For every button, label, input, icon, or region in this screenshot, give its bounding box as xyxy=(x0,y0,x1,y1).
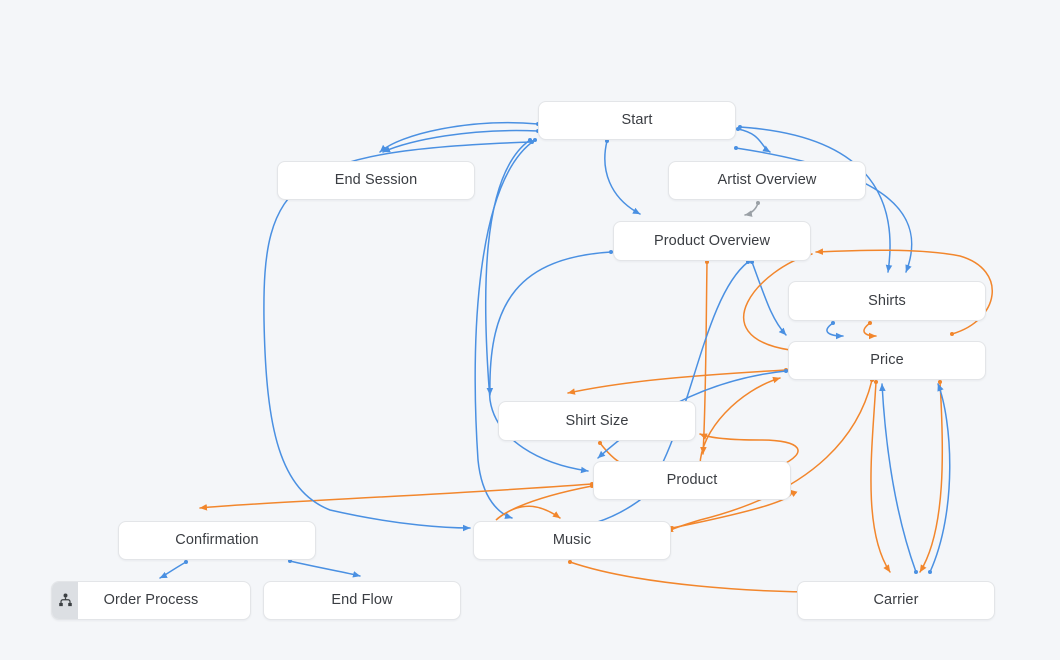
node-product-overview[interactable]: Product Overview xyxy=(613,221,811,261)
node-confirmation[interactable]: Confirmation xyxy=(118,521,316,560)
node-order-process[interactable]: Order Process xyxy=(51,581,251,620)
edge-start-to-end-session xyxy=(379,121,541,153)
node-label: Order Process xyxy=(103,592,199,609)
edge-product-to-music xyxy=(495,483,595,521)
sitemap-icon xyxy=(52,582,78,619)
edge-carrier-to-price xyxy=(927,383,951,575)
edge-product-overview-to-price xyxy=(749,259,787,336)
node-end-flow[interactable]: End Flow xyxy=(263,581,461,620)
node-label: Shirt Size xyxy=(565,412,629,429)
edge-price-to-carrier xyxy=(919,379,944,573)
node-price[interactable]: Price xyxy=(788,341,986,380)
node-label: End Flow xyxy=(331,592,393,609)
edge-confirmation-to-end-flow xyxy=(287,558,361,578)
node-shirts[interactable]: Shirts xyxy=(788,281,986,321)
node-end-session[interactable]: End Session xyxy=(277,161,475,200)
edge-product-overview-to-product xyxy=(700,259,710,455)
edge-price-to-carrier xyxy=(870,379,891,573)
edge-product-to-price xyxy=(697,376,781,469)
edge-artist-overview-to-product-overview xyxy=(744,200,761,217)
edge-start-to-product-overview xyxy=(604,138,641,215)
node-label: Start xyxy=(621,112,653,129)
edge-shirts-to-price xyxy=(826,320,844,340)
node-music[interactable]: Music xyxy=(473,521,671,560)
node-label: Product xyxy=(666,472,718,489)
edge-music-to-carrier xyxy=(567,559,821,596)
node-label: Price xyxy=(870,352,904,369)
node-label: Carrier xyxy=(873,592,919,609)
node-label: Product Overview xyxy=(653,232,771,249)
edge-start-to-end-session xyxy=(382,128,541,153)
edge-price-to-shirt-size xyxy=(567,367,789,395)
node-label: End Session xyxy=(334,172,418,189)
edge-price-to-music xyxy=(665,377,875,533)
node-product[interactable]: Product xyxy=(593,461,791,500)
node-shirt-size[interactable]: Shirt Size xyxy=(498,401,696,441)
edge-start-to-music xyxy=(474,137,538,519)
edge-product-to-confirmation xyxy=(199,481,595,511)
edge-carrier-to-price xyxy=(879,383,919,575)
edge-product-overview-to-shirt-size xyxy=(486,249,614,396)
node-label: Music xyxy=(552,532,592,549)
edge-start-to-artist-overview xyxy=(735,126,771,153)
node-start[interactable]: Start xyxy=(538,101,736,140)
edge-shirts-to-price xyxy=(863,320,877,340)
node-label: Artist Overview xyxy=(717,172,817,189)
node-label: Shirts xyxy=(868,292,906,309)
edge-confirmation-to-order-process xyxy=(159,559,189,579)
node-artist-overview[interactable]: Artist Overview xyxy=(668,161,866,200)
node-carrier[interactable]: Carrier xyxy=(797,581,995,620)
node-label: Confirmation xyxy=(175,532,259,549)
